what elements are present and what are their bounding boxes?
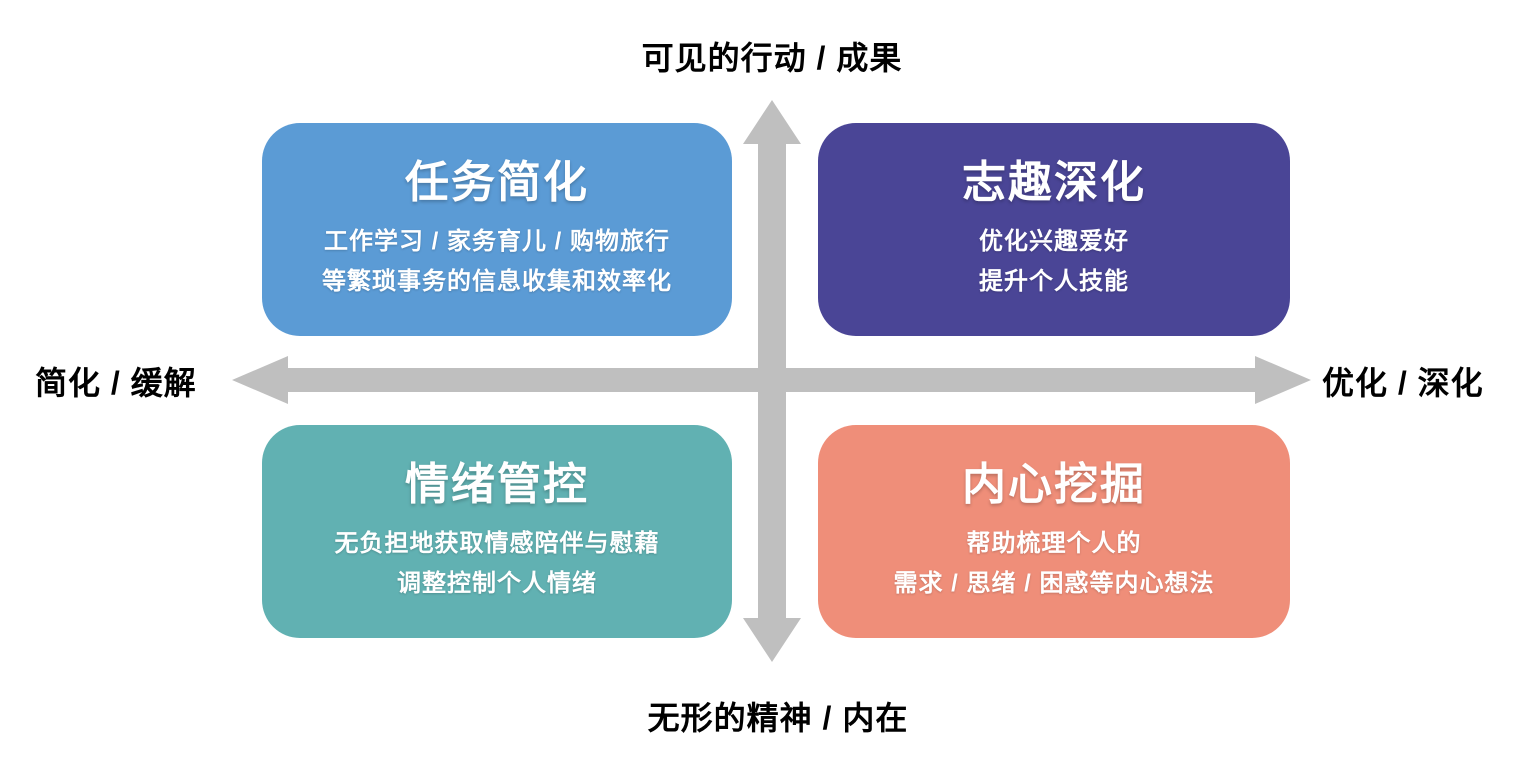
quadrant-card-task-simplification: 任务简化 工作学习 / 家务育儿 / 购物旅行 等繁琐事务的信息收集和效率化 (262, 123, 732, 336)
quadrant-description-line: 优化兴趣爱好 (979, 227, 1129, 255)
axis-label-bottom: 无形的精神 / 内在 (647, 700, 909, 736)
quadrant-title: 内心挖掘 (962, 460, 1146, 510)
axis-label-top: 可见的行动 / 成果 (641, 40, 903, 76)
quadrant-card-emotion-management: 情绪管控 无负担地获取情感陪伴与慰藉 调整控制个人情绪 (262, 425, 732, 638)
quadrant-description-line: 无负担地获取情感陪伴与慰藉 (334, 529, 660, 557)
quadrant-description-line: 工作学习 / 家务育儿 / 购物旅行 (323, 227, 670, 255)
quadrant-description-line: 帮助梳理个人的 (966, 529, 1142, 557)
quadrant-description-line: 调整控制个人情绪 (397, 569, 597, 597)
quadrant-description-line: 提升个人技能 (979, 267, 1129, 295)
axis-label-left: 简化 / 缓解 (35, 365, 197, 401)
quadrant-card-interest-deepening: 志趣深化 优化兴趣爱好 提升个人技能 (818, 123, 1290, 336)
quadrant-description-line: 需求 / 思绪 / 困惑等内心想法 (893, 569, 1215, 597)
horizontal-axis-arrow (232, 356, 1311, 404)
quadrant-title: 任务简化 (405, 158, 589, 208)
quadrant-title: 志趣深化 (962, 158, 1146, 208)
axis-label-right: 优化 / 深化 (1322, 365, 1484, 401)
quadrant-title: 情绪管控 (405, 460, 589, 510)
quadrant-card-inner-exploration: 内心挖掘 帮助梳理个人的 需求 / 思绪 / 困惑等内心想法 (818, 425, 1290, 638)
quadrant-description-line: 等繁琐事务的信息收集和效率化 (322, 267, 672, 295)
vertical-axis-arrow (743, 100, 801, 662)
